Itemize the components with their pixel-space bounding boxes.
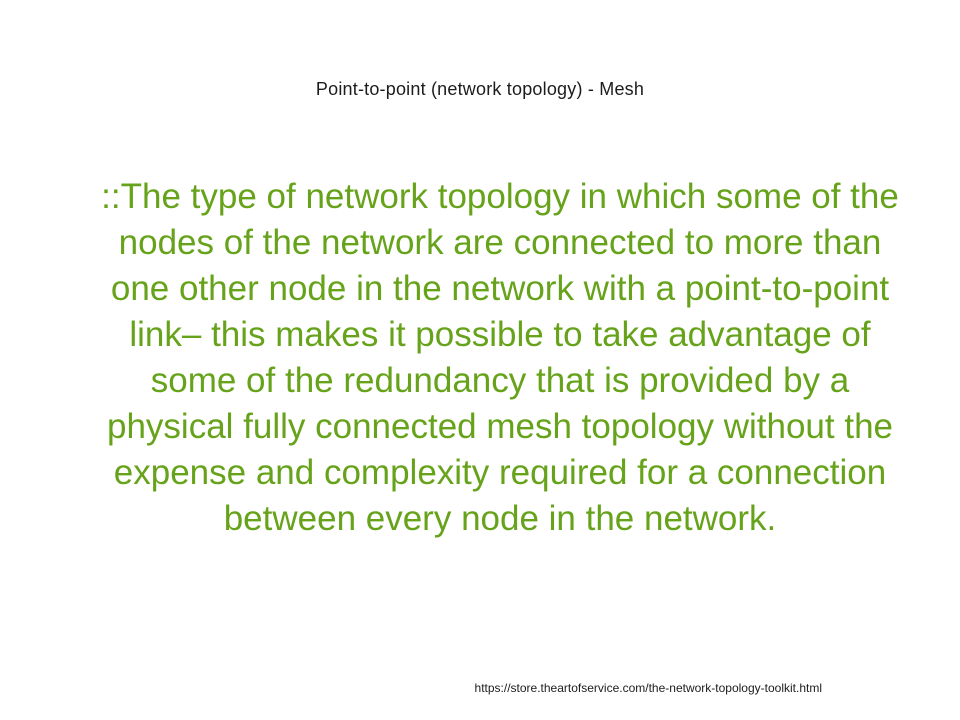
footer-url: https://store.theartofservice.com/the-ne… [474,681,822,695]
slide-body-text: ::The type of network topology in which … [101,177,899,538]
slide-title: Point-to-point (network topology) - Mesh [315,79,645,99]
